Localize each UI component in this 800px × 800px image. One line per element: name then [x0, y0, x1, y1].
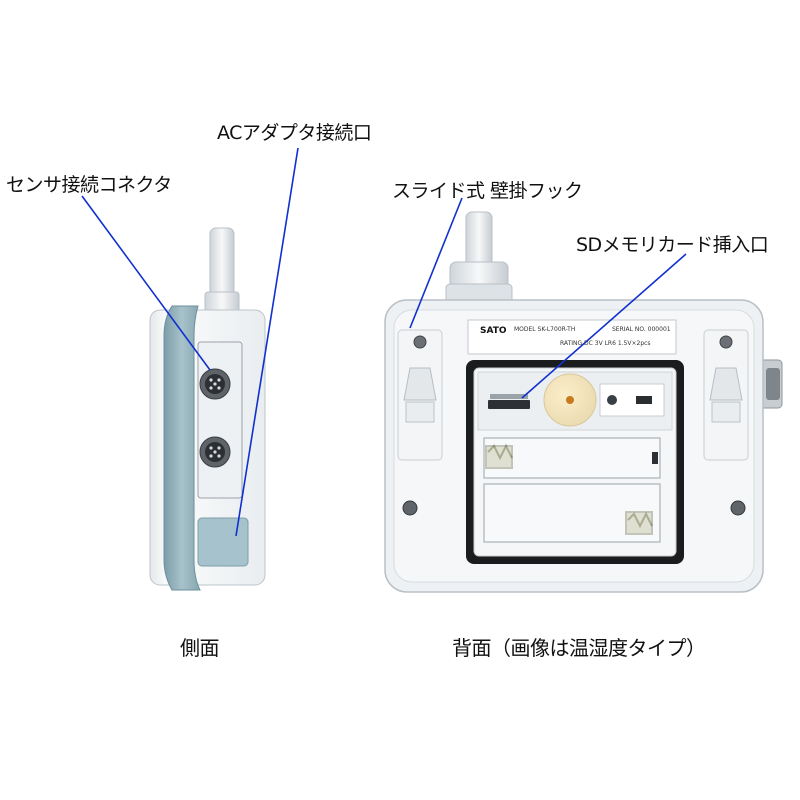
side-bumper [163, 305, 201, 591]
sensor-connector-1 [199, 368, 231, 400]
back-view-device [384, 211, 783, 593]
reset-button [607, 395, 617, 405]
back-cable [445, 211, 513, 307]
leader-sd-slot [521, 253, 687, 399]
wall-hook-left [397, 329, 443, 461]
label-sensor-connector: センサ接続コネクタ [6, 174, 172, 196]
caption-back-view: 背面（画像は温湿度タイプ） [452, 636, 706, 660]
label-ac-adapter-port: ACアダプタ接続口 [217, 122, 372, 144]
battery-spring-2 [625, 511, 653, 535]
leader-lines [81, 147, 687, 537]
screw-left [402, 500, 418, 516]
mode-switch [636, 396, 652, 404]
sensor-connector-2 [199, 436, 231, 468]
connector-panel [197, 341, 243, 499]
leader-sensor-connector [81, 195, 211, 371]
side-view-device [149, 227, 266, 591]
nameplate-model: MODEL SK-L700R-TH [514, 326, 576, 333]
nameplate-rating: RATING DC 3V LR6 1.5V×2pcs [560, 340, 651, 347]
screw-right [730, 500, 746, 516]
nameplate-serial: SERIAL NO. 000001 [612, 326, 671, 333]
ac-adapter-port-cover [197, 517, 249, 567]
sd-card-slot [488, 400, 530, 409]
leader-ac-adapter [235, 147, 299, 537]
wall-hook-right [703, 329, 749, 461]
battery-bay-1 [483, 437, 661, 479]
battery-spring-1 [485, 443, 513, 469]
nameplate-brand: SATO [480, 326, 507, 336]
leader-wall-hook [409, 197, 463, 329]
caption-side-view: 側面 [180, 636, 220, 660]
label-wall-hook: スライド式 壁掛フック [392, 180, 583, 202]
nameplate [467, 319, 677, 355]
side-cable [204, 227, 240, 313]
label-sd-card-slot: SDメモリカード挿入口 [576, 234, 769, 256]
